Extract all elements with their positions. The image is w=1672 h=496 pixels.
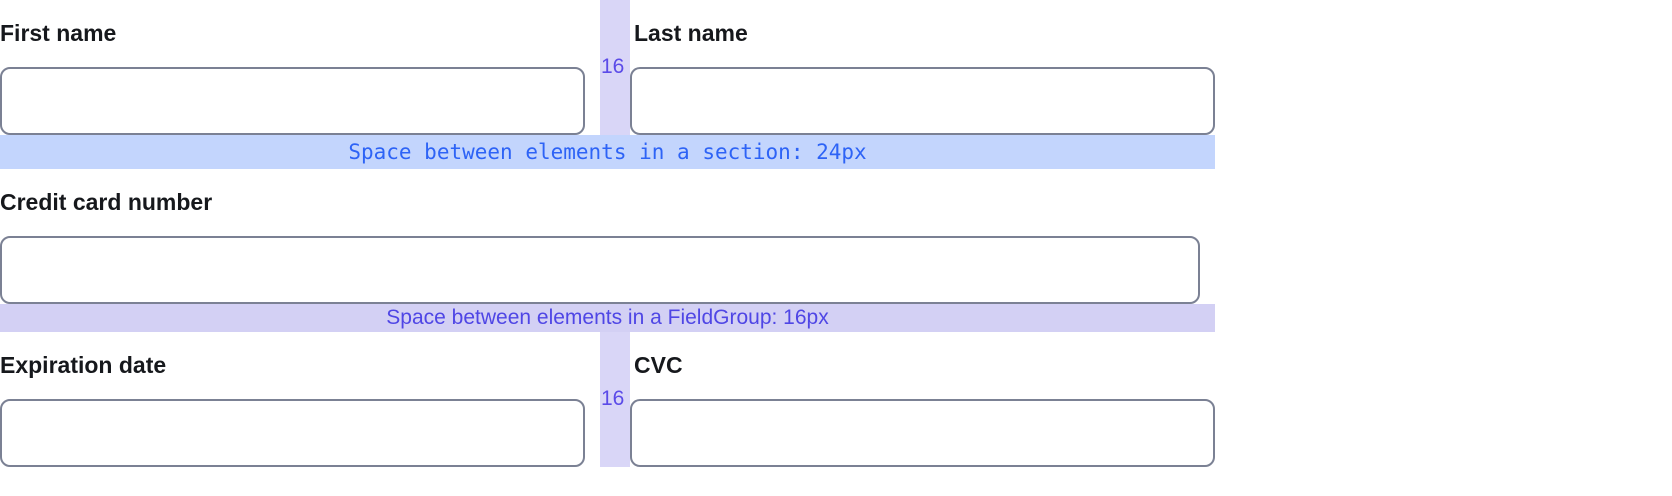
input-wrap-credit-card-number xyxy=(0,236,1200,304)
field-last-name: Last name xyxy=(630,0,1215,135)
label-last-name: Last name xyxy=(634,20,748,46)
input-cvc[interactable] xyxy=(630,399,1215,467)
label-expiration-date: Expiration date xyxy=(0,352,167,378)
input-wrap-last-name xyxy=(630,67,1215,135)
field-row-name: First name 16 Last name xyxy=(0,0,1215,135)
input-wrap-first-name xyxy=(0,67,585,135)
input-wrap-expiration-date xyxy=(0,399,585,467)
input-last-name[interactable] xyxy=(630,67,1215,135)
label-first-name: First name xyxy=(0,20,117,46)
label-credit-card-number: Credit card number xyxy=(0,189,213,215)
field-row-expiry-cvc: Expiration date 16 CVC xyxy=(0,332,1215,467)
field-cvc: CVC xyxy=(630,332,1215,467)
column-gap-indicator-bottom: 16 xyxy=(600,332,630,467)
section-spacing-band: Space between elements in a section: 24p… xyxy=(0,135,1215,169)
gap-size-label-top: 16 xyxy=(601,55,625,78)
field-expiration-date: Expiration date xyxy=(0,332,600,467)
label-cvc: CVC xyxy=(634,352,683,378)
field-first-name: First name xyxy=(0,0,600,135)
field-credit-card-number: Credit card number xyxy=(0,169,1215,304)
input-wrap-cvc xyxy=(630,399,1215,467)
input-first-name[interactable] xyxy=(0,67,585,135)
input-credit-card-number[interactable] xyxy=(0,236,1200,304)
column-gap-indicator-top: 16 xyxy=(600,0,630,135)
form-content: First name 16 Last name Space between el… xyxy=(0,0,1215,467)
input-expiration-date[interactable] xyxy=(0,399,585,467)
fieldgroup-spacing-band: Space between elements in a FieldGroup: … xyxy=(0,304,1215,332)
gap-size-label-bottom: 16 xyxy=(601,387,625,410)
field-row-credit-card: Credit card number xyxy=(0,169,1215,304)
